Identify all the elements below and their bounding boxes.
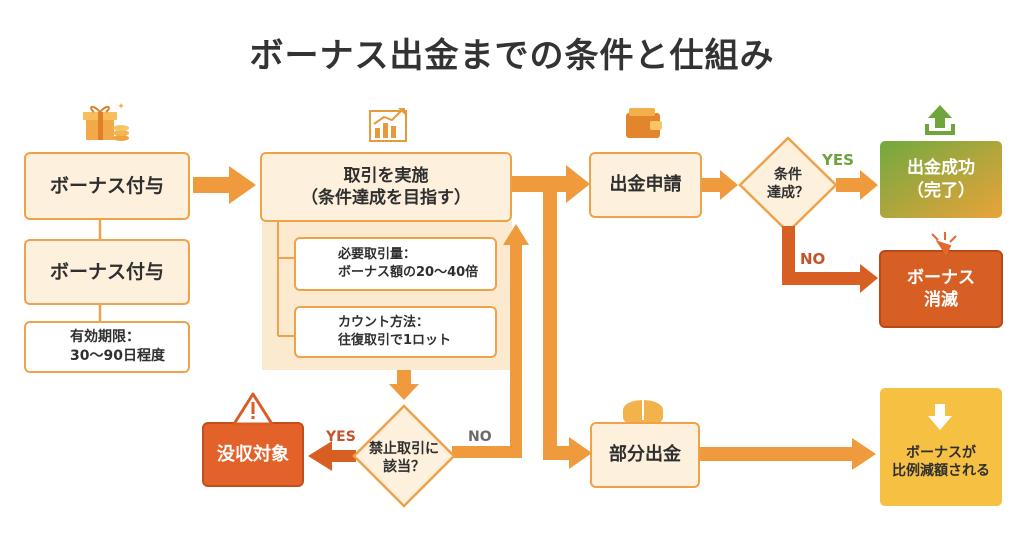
required-volume-box: 必要取引量： ボーナス額の20〜40倍 (294, 237, 497, 291)
required-volume-text: 必要取引量： ボーナス額の20〜40倍 (338, 247, 479, 280)
success-box: 出金成功 （完了） (880, 141, 1002, 218)
warning-icon (232, 392, 274, 426)
chart-icon (369, 108, 407, 142)
arrow-forbidden-no-loop (452, 224, 529, 458)
count-method-text: カウント方法： 往復取引で1ロット (338, 315, 452, 348)
bonus-grant-box-2: ボーナス付与 (24, 239, 190, 305)
partial-withdraw-label: 部分出金 (609, 444, 681, 466)
upload-icon (925, 105, 955, 135)
count-method-box: カウント方法： 往復取引で1ロット (294, 306, 497, 358)
page-title: ボーナス出金までの条件と仕組み (249, 36, 775, 76)
lost-bg (879, 250, 1003, 328)
svg-text:✦: ✦ (117, 102, 125, 112)
validity-box: 有効期限： 30〜90日程度 (24, 321, 190, 373)
details-bracket (277, 222, 294, 337)
confiscation-box: 没収対象 (203, 423, 303, 486)
condition-no-label: NO (800, 250, 826, 268)
forbidden-check-text: 禁止取引に 該当？ (369, 441, 439, 476)
validity-text: 有効期限： 30〜90日程度 (70, 329, 165, 364)
gift-icon: ✦ (83, 102, 129, 141)
arrow-forbidden-yes (308, 441, 356, 471)
forbidden-diamond (352, 404, 456, 508)
arrow-condition-no (782, 226, 878, 293)
bonus-grant-box-1: ボーナス付与 (24, 152, 190, 220)
trade-box: 取引を実施 （条件達成を目指す） (260, 152, 512, 222)
success-label: 出金成功 （完了） (907, 158, 975, 201)
bonus-grant-label-1: ボーナス付与 (49, 174, 164, 197)
bonus-lost-label: ボーナス 消滅 (907, 267, 975, 310)
proportional-label: ボーナスが 比例減額される (892, 444, 990, 479)
arrow-trade-to-forbidden (389, 370, 419, 400)
success-bg (880, 141, 1002, 218)
arrow-branch-to-partial (543, 183, 592, 469)
withdraw-request-label: 出金申請 (609, 174, 682, 196)
wallet-icon (626, 108, 662, 138)
confiscation-label: 没収対象 (217, 443, 289, 465)
arrow-partial-to-proportional (700, 438, 876, 470)
arrow-grant-to-trade (193, 166, 256, 204)
withdraw-request-box: 出金申請 (589, 152, 702, 218)
bonus-grant-label-2: ボーナス付与 (49, 260, 164, 283)
trade-label: 取引を実施 （条件達成を目指す） (301, 165, 471, 208)
down-arrow-icon (928, 404, 952, 430)
burst-icon (931, 232, 957, 256)
condition-check-text: 条件 達成？ (767, 167, 809, 202)
proportional-box: ボーナスが 比例減額される (880, 426, 1002, 498)
forbidden-yes-label: YES (326, 429, 356, 445)
arrow-condition-yes (836, 170, 878, 200)
partial-withdraw-box: 部分出金 (590, 422, 700, 488)
bonus-lost-box: ボーナス 消滅 (880, 251, 1002, 327)
forbidden-no-label: NO (468, 429, 492, 445)
proportional-bg (880, 388, 1002, 506)
condition-yes-label: YES (822, 151, 854, 169)
arrow-withdraw-to-condition (702, 170, 738, 200)
